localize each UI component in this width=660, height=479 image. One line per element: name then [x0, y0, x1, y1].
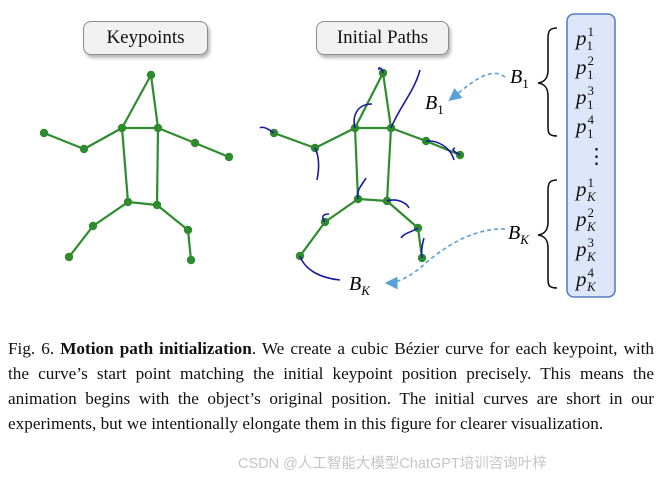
watermark: CSDN @人工智能大模型ChatGPT培训咨询叶梓	[238, 452, 547, 473]
keypoints-skeleton	[44, 75, 229, 260]
b1-arrow	[451, 73, 505, 99]
b1-label-right: B1	[510, 66, 529, 91]
bk-label-right: BK	[508, 222, 530, 247]
caption-title: Motion path initialization	[60, 339, 252, 358]
bk-label-figure: BK	[349, 273, 371, 298]
figure: Keypoints Initial Paths	[0, 0, 660, 310]
b1-label-figure: B1	[425, 92, 444, 117]
figure-drawing: B1 B1 BK BK p11 p21 p31 p41 ⋮ p1K p2K p3…	[0, 0, 660, 310]
figure-caption: Fig. 6. Motion path initialization. We c…	[8, 336, 654, 436]
bk-arrow	[388, 229, 505, 283]
point-list-ellipsis: ⋮	[586, 144, 607, 168]
brace-top	[538, 28, 557, 136]
caption-prefix: Fig. 6.	[8, 339, 54, 358]
brace-bottom	[538, 180, 557, 288]
